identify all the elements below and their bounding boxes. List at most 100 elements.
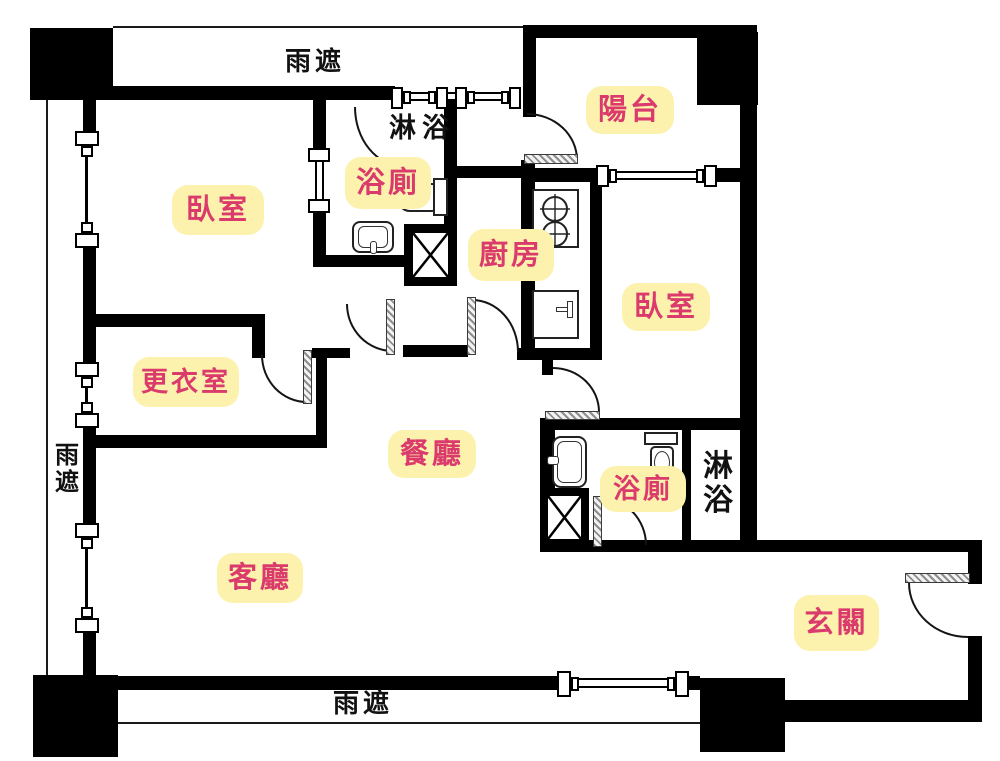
window-cap <box>75 233 99 248</box>
sink-tap <box>370 241 377 254</box>
room-label-dining: 餐廳 <box>388 430 476 478</box>
wall <box>715 168 757 182</box>
room-label-text: 浴廁 <box>355 166 420 199</box>
door-leaf <box>545 411 600 420</box>
window-cap <box>81 222 93 233</box>
window-cap <box>391 87 403 109</box>
door-leaf <box>593 496 602 547</box>
sink-basin <box>557 441 582 483</box>
window-cap <box>308 199 330 213</box>
room-label-text: 陽台 <box>597 93 662 126</box>
wall <box>444 166 523 178</box>
window-cap <box>403 91 411 104</box>
wall <box>517 348 602 360</box>
window-cap <box>704 165 717 187</box>
column-top-left <box>30 28 113 100</box>
window-cap <box>696 169 704 183</box>
window-cap <box>75 618 99 633</box>
window-cap <box>75 362 99 377</box>
wall <box>83 676 560 690</box>
wall <box>682 430 691 545</box>
wall <box>83 631 96 676</box>
window-cap <box>81 402 93 413</box>
window-cap <box>609 169 617 183</box>
window-cap <box>75 413 99 428</box>
window <box>315 160 324 202</box>
wall <box>785 700 982 722</box>
room-label-kitchen: 廚房 <box>468 229 554 281</box>
room-label-text: 廚房 <box>478 238 543 271</box>
window-cap <box>557 671 571 697</box>
wall <box>523 168 600 182</box>
window-cap <box>571 677 579 691</box>
wall <box>540 418 752 430</box>
room-label-text: 臥室 <box>633 290 698 323</box>
wall <box>968 552 982 584</box>
room-label-text: 玄關 <box>804 606 869 639</box>
rain-shelter-edge-bottom <box>118 722 700 724</box>
wall <box>590 180 602 360</box>
room-label-text: 客廳 <box>227 561 292 594</box>
room-label-entry: 玄關 <box>794 595 879 651</box>
wall <box>252 314 265 358</box>
wall <box>312 348 350 358</box>
pipe-duct <box>404 224 457 286</box>
fridge-handle <box>567 301 573 318</box>
room-label-text: 臥室 <box>185 193 250 226</box>
toilet-tank <box>433 178 448 216</box>
window-cap <box>75 131 99 146</box>
wall <box>313 211 326 267</box>
duct-x-icon <box>548 496 581 539</box>
door-arc <box>472 299 519 352</box>
wall <box>316 358 327 448</box>
window-cap <box>675 671 689 697</box>
window <box>578 678 668 688</box>
door-threshold <box>524 154 578 164</box>
door-arc <box>261 355 307 403</box>
wall <box>523 25 757 38</box>
door-leaf <box>303 350 312 404</box>
room-label-text: 更衣室 <box>141 366 231 397</box>
window-cap <box>509 87 521 109</box>
wall <box>313 100 326 152</box>
wall <box>83 426 96 525</box>
wall <box>968 636 982 702</box>
toilet-tank <box>644 432 678 445</box>
wall <box>403 345 468 357</box>
room-label-bathroom1: 浴廁 <box>345 157 431 209</box>
door-arc <box>527 113 578 160</box>
wall <box>83 100 96 132</box>
door-arc <box>553 367 600 412</box>
rain-shelter-label-bottom: 雨遮 <box>332 688 393 718</box>
wall <box>113 86 395 100</box>
door-leaf <box>386 299 395 355</box>
rain-shelter-label-left: 雨遮 <box>55 442 79 496</box>
window-cap <box>596 165 609 187</box>
rain-shelter-label-top: 雨遮 <box>284 46 345 76</box>
wall <box>523 25 536 117</box>
window-cap <box>436 87 448 109</box>
window-cap <box>667 677 675 691</box>
wall <box>540 540 982 552</box>
window-cap <box>467 91 475 104</box>
room-label-balcony: 陽台 <box>586 86 674 134</box>
window-cap <box>308 148 330 162</box>
window <box>613 171 699 180</box>
window <box>85 388 88 402</box>
window-cap <box>81 146 93 157</box>
sink-tap <box>547 456 559 465</box>
room-label-bedroom2: 臥室 <box>622 283 710 331</box>
wall <box>83 435 327 448</box>
window-cap <box>455 87 467 109</box>
pipe-duct <box>540 488 589 547</box>
window-cap <box>81 377 93 388</box>
window <box>85 157 88 223</box>
door-leaf <box>467 297 476 355</box>
window-cap <box>81 607 93 618</box>
room-label-bathroom2: 浴廁 <box>600 466 686 512</box>
wall <box>542 358 553 375</box>
duct-x-icon <box>413 233 448 277</box>
window-cap <box>81 538 93 549</box>
window <box>85 549 88 607</box>
